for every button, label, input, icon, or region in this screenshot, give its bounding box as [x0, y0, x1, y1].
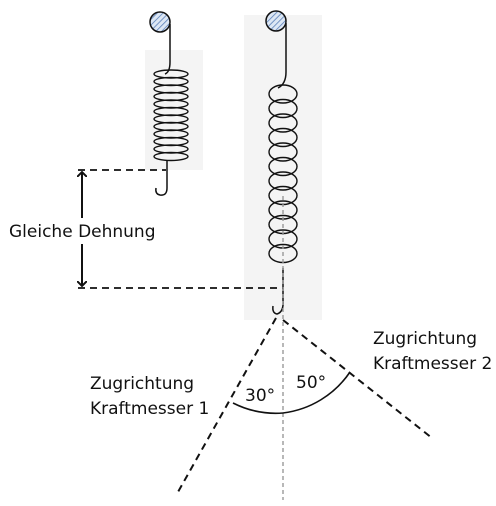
right-spring-coil — [268, 142, 298, 162]
right-spring-coil — [268, 84, 298, 104]
angle2-label: 50° — [296, 373, 326, 393]
right-spring-coil — [268, 113, 298, 133]
left-spring-coils — [153, 69, 189, 162]
direction1-label-line1: Zugrichtung — [90, 374, 194, 394]
left-spring-assembly — [145, 11, 203, 196]
right-spring-coil — [268, 171, 298, 191]
right-spring-anchor — [265, 10, 287, 32]
angle1-label: 30° — [245, 386, 275, 406]
direction2-dashed-line — [282, 319, 433, 439]
pull-directions: 30° 50° Zugrichtung Kraftmesser 1 Zugric… — [90, 196, 492, 500]
direction1-label-line2: Kraftmesser 1 — [90, 399, 209, 419]
angle1-arc — [232, 402, 284, 415]
angle2-arc — [282, 371, 351, 414]
equal-extension-indicator: Gleiche Dehnung — [5, 169, 283, 289]
direction2-label-line2: Kraftmesser 2 — [373, 354, 492, 374]
left-spring-anchor — [149, 11, 171, 33]
extension-label-bg — [5, 218, 157, 244]
direction1-dashed-line — [177, 317, 277, 493]
right-spring-coil — [268, 127, 298, 148]
right-spring-coil — [268, 98, 298, 119]
right-spring-coil — [268, 156, 298, 177]
right-spring-top-wire — [277, 23, 287, 89]
left-spring-top-wire — [164, 24, 171, 75]
equal-extension-label: Gleiche Dehnung — [9, 222, 156, 242]
direction2-label-line1: Zugrichtung — [373, 329, 477, 349]
left-spring-hook — [155, 160, 168, 196]
left-spring-coil — [153, 151, 189, 162]
